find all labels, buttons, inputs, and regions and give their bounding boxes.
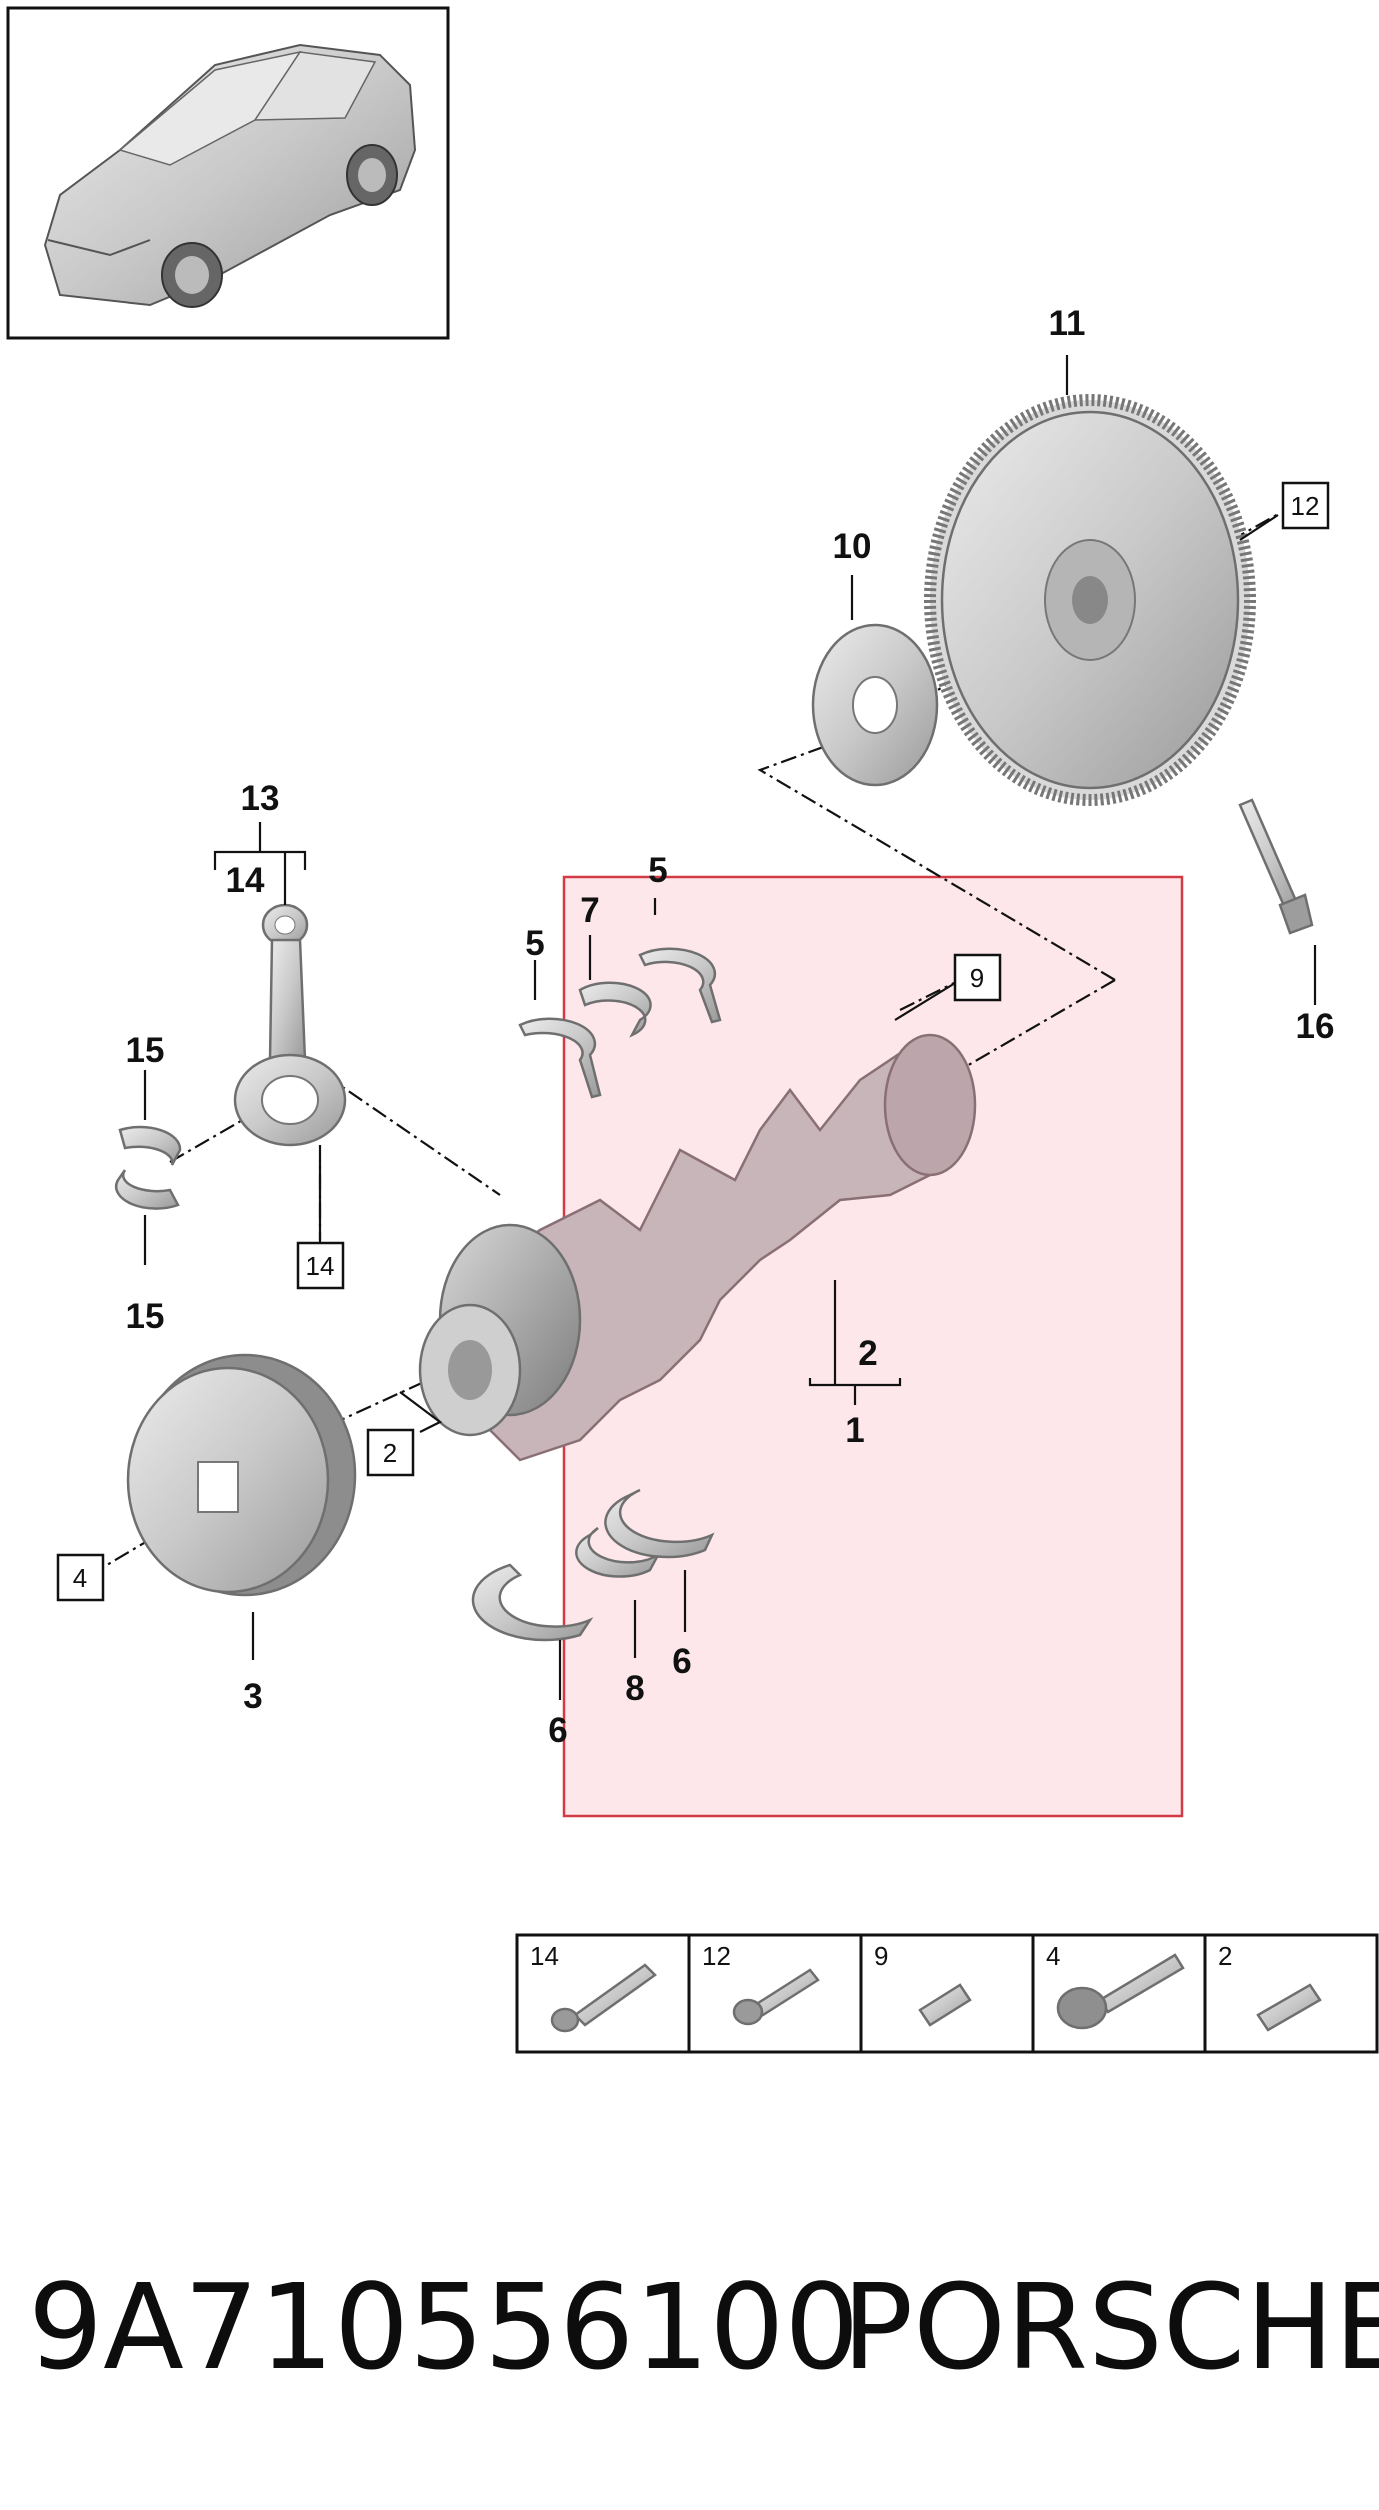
callout-label: 15 bbox=[126, 1031, 165, 1070]
svg-text:2: 2 bbox=[383, 1438, 397, 1468]
callout-label: 6 bbox=[548, 1711, 567, 1750]
hardware-ref: 4 bbox=[1046, 1941, 1060, 1971]
callout-label: 6 bbox=[672, 1642, 691, 1681]
main-bearings bbox=[471, 947, 722, 1642]
brand-name: PORSCHE bbox=[842, 2258, 1379, 2396]
socket-head-bolt-icon bbox=[732, 1968, 820, 2026]
part-number: 9A710556100 bbox=[28, 2258, 859, 2396]
hardware-ref: 12 bbox=[702, 1941, 731, 1971]
vibration-damper bbox=[126, 1353, 357, 1597]
callout-leaders bbox=[143, 355, 1317, 1700]
drive-plate bbox=[811, 623, 939, 787]
callout-label: 5 bbox=[525, 924, 544, 963]
hardware-ref: 14 bbox=[530, 1941, 559, 1971]
callout-label: 14 bbox=[226, 861, 265, 900]
boxed-ref: 9 bbox=[953, 953, 1002, 1002]
callout-label: 11 bbox=[1049, 304, 1086, 343]
callout-label: 8 bbox=[625, 1669, 644, 1708]
svg-text:9: 9 bbox=[970, 963, 984, 993]
svg-text:12: 12 bbox=[1291, 491, 1320, 521]
long-flange-bolt-icon bbox=[550, 1963, 657, 2033]
flywheel-bolt bbox=[1238, 798, 1314, 935]
svg-text:14: 14 bbox=[306, 1251, 335, 1281]
connecting-rod bbox=[233, 903, 347, 1147]
callout-label: 2 bbox=[858, 1334, 877, 1373]
callout-label: 16 bbox=[1296, 1007, 1335, 1046]
crankshaft bbox=[418, 1033, 977, 1462]
callout-label: 10 bbox=[833, 527, 872, 566]
boxed-ref: 14 bbox=[296, 1241, 345, 1290]
flywheel bbox=[924, 394, 1256, 806]
hardware-ref: 2 bbox=[1218, 1941, 1232, 1971]
dowel-pin-icon bbox=[918, 1983, 972, 2027]
hardware-table: 14 12 9 4 2 bbox=[515, 1933, 1379, 2054]
callout-label: 1 bbox=[845, 1411, 864, 1450]
callout-label: 15 bbox=[126, 1297, 165, 1336]
hardware-ref: 9 bbox=[874, 1941, 888, 1971]
short-pin-icon bbox=[1256, 1983, 1322, 2032]
vehicle-thumbnail bbox=[6, 6, 450, 340]
boxed-ref: 2 bbox=[366, 1428, 415, 1477]
svg-text:4: 4 bbox=[73, 1563, 87, 1593]
callout-label: 5 bbox=[648, 851, 667, 890]
boxed-ref: 12 bbox=[1281, 481, 1330, 530]
boxed-ref: 4 bbox=[56, 1553, 105, 1602]
large-hex-bolt-icon bbox=[1056, 1953, 1185, 2030]
callout-label: 13 bbox=[241, 779, 280, 818]
callout-label: 3 bbox=[243, 1677, 262, 1716]
callout-label: 7 bbox=[580, 891, 599, 930]
rod-bearing-shells bbox=[114, 1125, 182, 1210]
